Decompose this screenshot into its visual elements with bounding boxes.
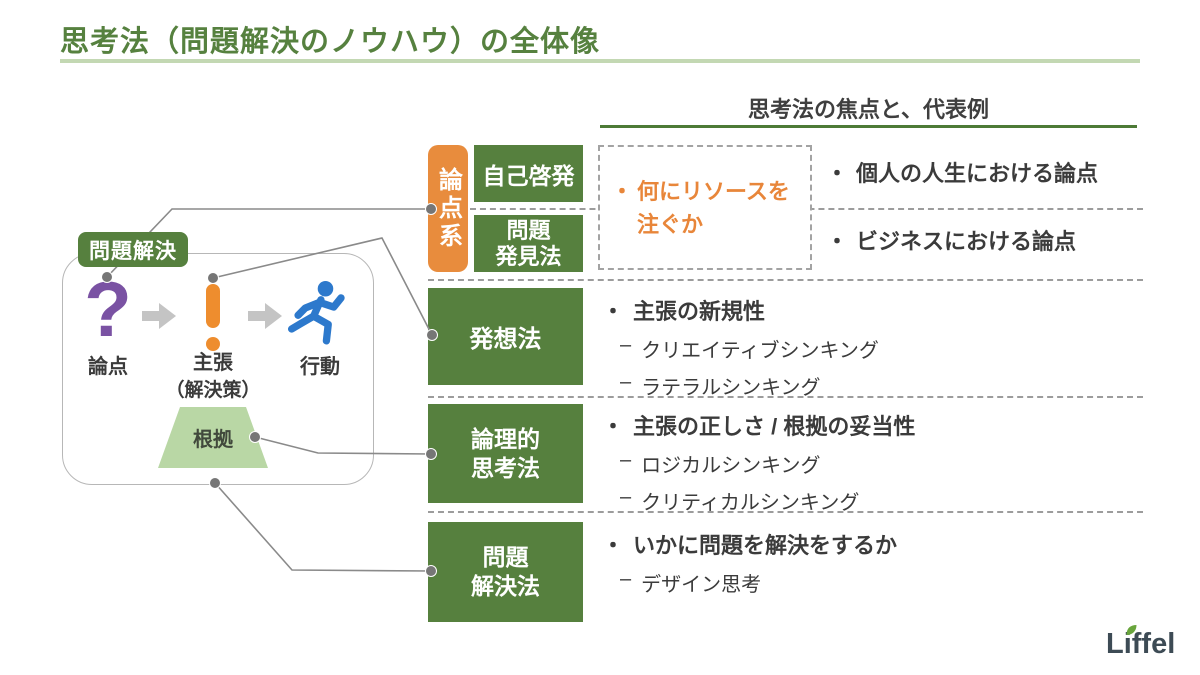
exclamation-icon <box>206 284 220 328</box>
method-box-problem-finding: 問題 発見法 <box>474 215 583 272</box>
method-box-logical-thinking: 論理的 思考法 <box>428 404 583 503</box>
leaf-icon <box>1126 625 1137 635</box>
method-detail-problem-solving: ・ いかに問題を解決をするか – デザイン思考 <box>602 528 897 597</box>
step-label-issue: 論点 <box>88 356 128 378</box>
example-business-issues: ・ ビジネスにおける論点 <box>826 224 1076 256</box>
question-mark-icon: ? <box>84 265 132 353</box>
dash-marker: – <box>620 334 632 356</box>
method-detail-logical-thinking: ・ 主張の正しさ / 根拠の妥当性 – ロジカルシンキング – クリティカルシン… <box>602 409 915 515</box>
method-box-problem-solving: 問題 解決法 <box>428 522 583 622</box>
liffel-logo: Liffel <box>1106 625 1175 661</box>
dashed-separator <box>428 396 1143 398</box>
evidence-label: 根拠 <box>193 429 233 451</box>
right-panel-header-underline <box>600 125 1137 128</box>
dashed-separator <box>428 279 1143 281</box>
exclamation-icon-dot <box>206 337 220 351</box>
problem-solving-badge: 問題解決 <box>78 232 188 267</box>
dash-marker: – <box>620 371 632 393</box>
dash-marker: – <box>620 568 632 590</box>
method-detail-ideation: ・ 主張の新規性 – クリエイティブシンキング – ラテラルシンキング <box>602 294 879 400</box>
title-underline <box>60 59 1140 63</box>
bullet-marker: ・ <box>602 414 625 439</box>
dash-marker: – <box>620 486 632 508</box>
method-box-ideation: 発想法 <box>428 288 583 385</box>
step-label-action: 行動 <box>300 356 340 378</box>
runner-icon <box>288 281 345 345</box>
resource-focus-box: ・ 何にリソースを 注ぐか <box>598 145 812 270</box>
dashed-separator <box>428 511 1143 513</box>
issue-category-label: 論点系 <box>434 166 462 251</box>
arrow-right-icon <box>142 303 176 329</box>
right-panel-header: 思考法の焦点と、代表例 <box>747 97 990 122</box>
arrow-right-icon <box>248 303 282 329</box>
bullet-marker: ・ <box>826 161 849 186</box>
issue-category-bar: 論点系 <box>428 145 468 272</box>
bullet-marker: ・ <box>602 533 625 558</box>
method-box-self-development: 自己啓発 <box>474 145 583 202</box>
page-title: 思考法（問題解決のノウハウ）の全体像 <box>60 26 601 58</box>
step-label-claim: 主張 （解決策） <box>165 352 261 401</box>
bullet-marker: ・ <box>826 229 849 254</box>
example-personal-issues: ・ 個人の人生における論点 <box>826 156 1098 188</box>
badge-label: 問題解決 <box>89 239 177 263</box>
bullet-marker: ・ <box>611 178 634 204</box>
bullet-marker: ・ <box>602 299 625 324</box>
dash-marker: – <box>620 449 632 471</box>
